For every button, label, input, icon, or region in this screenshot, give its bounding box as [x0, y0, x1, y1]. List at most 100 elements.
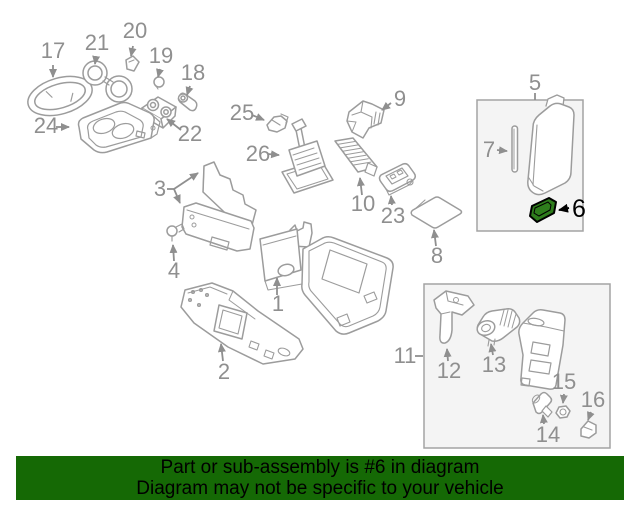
callout-25-label: 25 — [230, 100, 254, 125]
part-4-drawing — [166, 223, 185, 242]
part-26-drawing — [281, 118, 334, 194]
callout-5-label: 5 — [529, 70, 541, 95]
callout-9-label: 9 — [394, 86, 406, 111]
part-23-drawing — [378, 162, 417, 196]
callout-20-label: 20 — [123, 18, 147, 43]
callout-23: 23 — [381, 195, 405, 228]
callout-24-label: 24 — [34, 113, 58, 138]
callout-22-arrow — [166, 118, 182, 131]
part-21-drawing — [82, 60, 133, 103]
callout-13: 13 — [482, 343, 506, 377]
callout-21-arrow — [92, 55, 101, 65]
part-15-drawing — [555, 405, 571, 419]
callout-16: 16 — [581, 387, 605, 421]
callout-2: 2 — [217, 343, 230, 384]
callout-3-arrow-upper — [173, 172, 199, 190]
part-9-drawing — [346, 100, 385, 139]
part-19-drawing — [153, 76, 165, 90]
callout-15-label: 15 — [552, 369, 576, 394]
part-11-panel-drawing — [518, 309, 566, 390]
callout-18: 18 — [181, 60, 205, 96]
callout-14: 14 — [536, 414, 560, 447]
callout-20-arrow — [128, 45, 137, 57]
callout-11: 11 — [394, 343, 423, 368]
callout-2-arrow — [217, 343, 226, 362]
callout-15-arrow — [559, 393, 568, 404]
part-12-drawing — [433, 290, 475, 344]
callout-12-arrow — [443, 348, 452, 362]
callout-8-label: 8 — [431, 243, 443, 268]
part-8-drawing — [410, 196, 463, 229]
callout-5: 5 — [529, 70, 541, 100]
callout-10-label: 10 — [351, 191, 375, 216]
callout-13-label: 13 — [482, 352, 506, 377]
part-20-drawing — [125, 55, 140, 72]
callout-26: 26 — [246, 141, 280, 166]
highlight-banner: Part or sub-assembly is #6 in diagram Di… — [16, 456, 624, 500]
callout-19-arrow — [156, 68, 164, 78]
callout-26-arrow — [267, 150, 280, 159]
callout-3: 3 — [154, 172, 199, 204]
callout-22: 22 — [166, 118, 202, 146]
callout-7: 7 — [483, 137, 508, 162]
callout-21: 21 — [85, 30, 109, 65]
callout-25-arrow — [251, 113, 265, 121]
callout-4-arrow — [169, 244, 178, 262]
callout-9-arrow — [381, 101, 392, 111]
part-6-highlighted — [529, 197, 557, 223]
callout-18-label: 18 — [181, 60, 205, 85]
callout-20: 20 — [123, 18, 147, 57]
callout-21-label: 21 — [85, 30, 109, 55]
callout-8: 8 — [431, 229, 443, 268]
part-7-drawing — [511, 125, 519, 173]
callout-3-arrow-lower — [173, 188, 181, 204]
callout-25: 25 — [230, 100, 265, 125]
callout-11-label: 11 — [394, 343, 417, 368]
callout-24: 24 — [34, 113, 70, 138]
part-5-armrest-drawing — [527, 94, 575, 196]
callout-3-label: 3 — [154, 176, 166, 201]
callout-23-arrow — [387, 195, 396, 206]
part-25-drawing — [266, 113, 289, 133]
callout-19-label: 19 — [149, 43, 173, 68]
banner-line-2: Diagram may not be specific to your vehi… — [136, 478, 504, 499]
part-2-drawing — [180, 282, 304, 365]
callout-16-label: 16 — [581, 387, 605, 412]
callout-4: 4 — [168, 244, 180, 283]
callout-14-arrow — [539, 414, 548, 425]
callout-16-arrow — [587, 411, 595, 421]
callout-7-label: 7 — [483, 137, 495, 162]
callout-6-label: 6 — [572, 195, 586, 223]
part-17-drawing — [27, 75, 93, 117]
callout-22-label: 22 — [178, 121, 202, 146]
callout-8-arrow — [431, 229, 439, 247]
callout-14-label: 14 — [536, 422, 560, 447]
callout-1: 1 — [272, 277, 284, 316]
part-18-drawing — [177, 92, 198, 112]
callout-12-label: 12 — [437, 358, 461, 383]
banner-line-1: Part or sub-assembly is #6 in diagram — [160, 457, 480, 478]
callout-17-label: 17 — [41, 38, 65, 63]
callout-23-label: 23 — [381, 203, 405, 228]
callout-12: 12 — [437, 348, 461, 383]
callout-6-arrow — [558, 203, 570, 213]
callout-18-arrow — [185, 85, 194, 96]
callout-13-arrow — [488, 343, 497, 356]
callout-2-label: 2 — [218, 359, 230, 384]
callout-15: 15 — [552, 369, 576, 404]
part-16-drawing — [580, 420, 597, 439]
part-14-drawing — [531, 391, 553, 418]
part-10-drawing — [334, 137, 378, 177]
callout-1-label: 1 — [272, 291, 284, 316]
callout-10-arrow — [356, 177, 365, 196]
callout-10: 10 — [351, 177, 375, 216]
part-1-drawing — [259, 221, 394, 335]
callout-17: 17 — [41, 38, 65, 78]
callout-9: 9 — [381, 86, 406, 111]
callout-6-highlighted: 6 — [558, 195, 586, 223]
callout-26-label: 26 — [246, 141, 270, 166]
callout-7-arrow — [496, 146, 508, 155]
part-13-drawing — [476, 308, 521, 347]
